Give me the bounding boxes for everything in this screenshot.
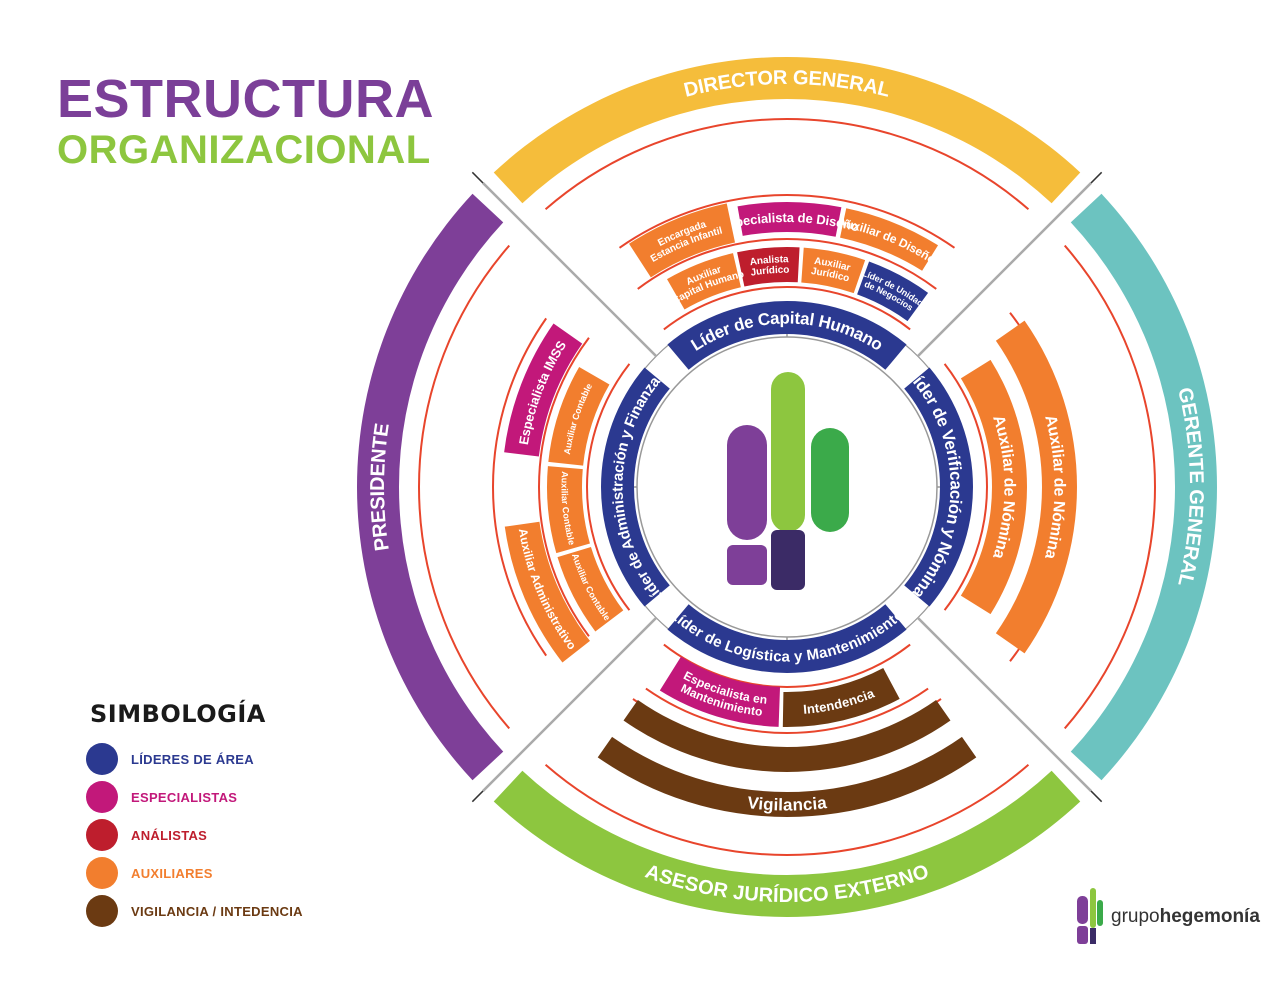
outer-presidente: [357, 193, 504, 781]
legend-title: SIMBOLOGÍA: [90, 700, 266, 728]
legend-label: ANÁLISTAS: [131, 827, 208, 843]
outer-asesor-juridico: [493, 770, 1081, 917]
quadrant-divider: [916, 616, 1092, 792]
quadrant-divider: [482, 616, 658, 792]
role-analista-juridico-label-2: Jurídico: [750, 264, 790, 278]
title-line-2: ORGANIZACIONAL: [57, 128, 431, 172]
quadrant-divider-end: [471, 171, 484, 184]
role-auxiliar-administrativo: [504, 521, 590, 663]
connector-arc: [645, 687, 929, 734]
outer-connector-arc: [544, 763, 1030, 856]
role-auxiliar-contable-top: [548, 367, 610, 466]
role-analista-juridico: [737, 246, 800, 287]
role-auxiliar-nomina-inner: [960, 359, 1027, 615]
connector-arc: [538, 337, 590, 637]
legend-label: VIGILANCIA / INTEDENCIA: [131, 903, 303, 919]
quadrant-divider-end: [1090, 171, 1103, 184]
role-auxiliar-diseno: [840, 208, 939, 271]
outer-gerente-general: [1070, 193, 1217, 781]
brand-name: grupohegemonía: [1111, 906, 1260, 928]
role-auxiliar-capital-humano: [667, 253, 741, 310]
outer-connector-arc: [418, 244, 511, 730]
brand-prefix: grupo: [1111, 906, 1160, 927]
quadrant-divider-end: [1090, 790, 1103, 803]
role-vigilancia-band: [623, 699, 951, 773]
outer-connector-arc: [1063, 244, 1156, 730]
legend-dot: [86, 781, 118, 813]
quadrant-divider: [482, 182, 658, 358]
role-auxiliar-contable-mid: [546, 466, 590, 554]
role-analista-juridico-label-1: Analista: [749, 254, 789, 268]
role-auxiliar-nomina-outer: [995, 320, 1077, 654]
outer-connector-arc: [544, 118, 1030, 211]
legend-dot: [86, 743, 118, 775]
quadrant-divider-end: [471, 790, 484, 803]
legend-item: LÍDERES DE ÁREA: [86, 740, 303, 778]
legend-item: VIGILANCIA / INTEDENCIA: [86, 892, 303, 930]
legend-item: AUXILIARES: [86, 854, 303, 892]
leader-administracion-finanzas: [601, 367, 670, 607]
outer-director-general: [493, 57, 1081, 204]
title-line-1: ESTRUCTURA: [57, 69, 434, 129]
role-auxiliar-contable-bot: [557, 546, 624, 632]
connector-arc: [943, 363, 988, 611]
brand-logo-icon: [1077, 888, 1103, 944]
connector-arc: [586, 363, 631, 611]
leader-capital-humano: [667, 301, 907, 370]
quadrant-divider: [916, 182, 1092, 358]
role-vigilancia-label: Vigilancia: [746, 793, 828, 814]
role-especialista-diseno: [737, 202, 842, 237]
role-vigilancia: [597, 736, 977, 817]
legend-label: AUXILIARES: [131, 865, 213, 881]
role-auxiliar-juridico: [801, 247, 866, 294]
legend-dot: [86, 819, 118, 851]
legend-dot: [86, 895, 118, 927]
connector-arc: [637, 238, 937, 290]
legend: SIMBOLOGÍA LÍDERES DE ÁREA ESPECIALISTAS A…: [86, 700, 303, 930]
role-intendencia: [782, 668, 900, 727]
legend-dot: [86, 857, 118, 889]
legend-label: ESPECIALISTAS: [131, 789, 238, 805]
legend-item: ANÁLISTAS: [86, 816, 303, 854]
role-estancia-infantil: [629, 203, 736, 278]
connector-arc: [663, 286, 911, 331]
connector-arc: [492, 317, 547, 657]
leader-verificacion-nominas: [904, 367, 973, 607]
brand-footer: grupohegemonía: [1077, 888, 1260, 946]
brand-suffix: hegemonía: [1159, 906, 1260, 927]
legend-label: LÍDERES DE ÁREA: [131, 751, 254, 767]
role-especialista-mantenimiento: [659, 656, 781, 727]
center-logo-icon: [727, 372, 849, 590]
connector-arc: [663, 643, 911, 688]
connector-arc: [618, 194, 956, 249]
legend-item: ESPECIALISTAS: [86, 778, 303, 816]
leader-logistica-mantenimiento: [667, 604, 907, 673]
role-especialista-imss: [504, 323, 583, 457]
role-lider-unidad: [857, 261, 929, 322]
